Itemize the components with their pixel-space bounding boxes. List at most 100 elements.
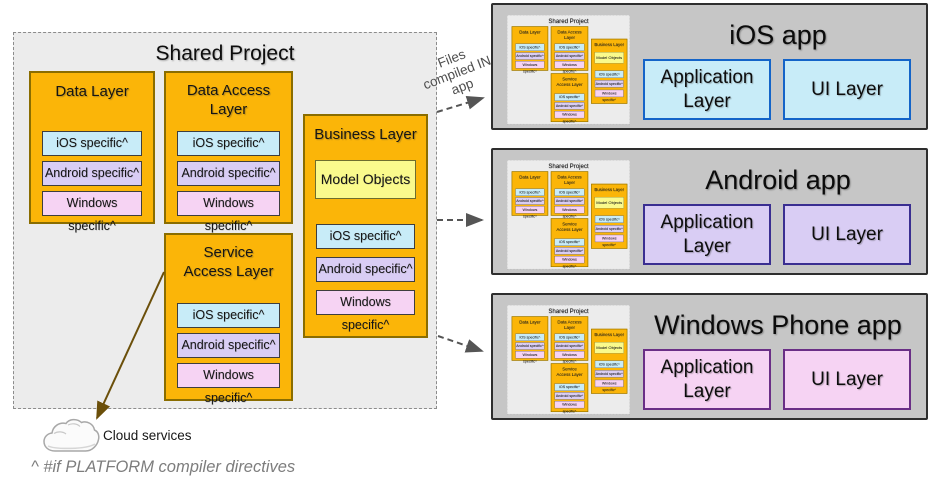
platform-item-ios: iOS specific^ [316,224,415,249]
data-layer-title: Data Layer [519,319,541,325]
data-layer-title: Data Layer [519,29,541,35]
shared-project-thumbnail: Shared Project Data Layer iOS specific^ … [507,160,631,270]
android-app-box: Shared Project Data Layer iOS specific^ … [491,148,928,275]
platform-item-windows: Windows specific^ [177,363,280,405]
data-access-layer-box: Data Access Layer iOS specific^ Android … [550,316,589,363]
shared-project-container: Shared Project Data Layer iOS specific^ … [507,305,630,415]
business-layer-box: Business Layer Model Objects iOS specifi… [591,328,628,394]
shared-project-title: Shared Project [155,42,295,65]
platform-item-windows: Windows specific^ [554,61,585,73]
data-access-layer-title: Data Access Layer [186,82,271,118]
platform-item-android: Android specific^ [594,80,624,88]
business-layer-title: Business Layer [594,187,625,193]
platform-item-ios: iOS specific^ [594,215,624,223]
android-app-title: Android app [705,165,851,195]
business-layer-title: Business Layer [314,126,417,143]
platform-item-android: Android specific^ [554,52,585,60]
platform-item-ios: iOS specific^ [554,238,585,246]
data-access-layer-title: Data Access Layer [557,174,582,185]
data-layer-box: Data Layer iOS specific^ Android specifi… [511,171,549,218]
platform-item-android: Android specific^ [515,52,545,60]
platform-item-ios: iOS specific^ [515,333,545,341]
business-layer-box: Business Layer Model Objects iOS specifi… [591,38,628,104]
service-access-layer-box: Service Access Layer iOS specific^ Andro… [164,233,293,405]
model-objects-box: Model Objects [594,342,624,354]
ios-application-layer-box: Application Layer [643,59,771,120]
platform-item-ios: iOS specific^ [594,360,624,368]
data-access-layer-box: Data Access Layer iOS specific^ Android … [164,71,293,233]
ios-ui-layer-box: UI Layer [783,59,911,120]
data-layer-box: Data Layer iOS specific^ Android specifi… [29,71,155,233]
model-objects-box: Model Objects [594,197,624,209]
data-access-layer-box: Data Access Layer iOS specific^ Android … [550,26,589,73]
platform-item-windows: Windows specific^ [554,351,585,363]
platform-item-android: Android specific^ [177,333,280,358]
platform-item-windows: Windows specific^ [177,191,280,233]
platform-item-windows: Windows specific^ [594,234,624,247]
shared-project-thumbnail: Shared Project Data Layer iOS specific^ … [507,305,631,415]
platform-item-ios: iOS specific^ [554,43,585,51]
platform-item-ios: iOS specific^ [515,43,545,51]
platform-item-android: Android specific^ [515,342,545,350]
service-access-layer-title: Service Access Layer [556,221,583,232]
platform-item-ios: iOS specific^ [554,93,585,101]
platform-item-ios: iOS specific^ [515,188,545,196]
platform-item-android: Android specific^ [316,257,415,282]
platform-item-windows: Windows specific^ [515,61,545,73]
service-access-layer-title: Service Access Layer [556,76,583,87]
shared-project-container: Shared Project Data Layer iOS specific^ … [507,160,630,270]
data-layer-title: Data Layer [519,174,541,180]
data-access-layer-title: Data Access Layer [557,319,582,330]
platform-item-ios: iOS specific^ [554,383,585,391]
service-access-layer-box: Service Access Layer iOS specific^ Andro… [550,73,589,123]
platform-item-windows: Windows specific^ [594,89,624,102]
android-ui-layer-box: UI Layer [783,204,911,265]
platform-item-ios: iOS specific^ [177,131,280,156]
platform-item-windows: Windows specific^ [515,351,545,363]
platform-item-windows: Windows specific^ [554,400,585,413]
platform-item-ios: iOS specific^ [42,131,142,156]
data-access-layer-box: Data Access Layer iOS specific^ Android … [550,171,589,218]
platform-item-android: Android specific^ [42,161,142,186]
service-access-layer-title: Service Access Layer [183,244,274,280]
platform-item-windows: Windows specific^ [42,191,142,233]
compiler-directives-footnote: ^ #if PLATFORM compiler directives [31,458,296,476]
shared-project-thumbnail: Shared Project Data Layer iOS specific^ … [507,15,631,125]
shared-project-title: Shared Project [548,162,589,170]
platform-item-android: Android specific^ [515,197,545,205]
files-arrow-windows [437,335,484,353]
shared-project-title: Shared Project [548,307,589,315]
platform-item-ios: iOS specific^ [177,303,280,328]
shared-project-title: Shared Project [548,17,589,25]
windows-phone-app-box: Shared Project Data Layer iOS specific^ … [491,293,928,420]
platform-item-android: Android specific^ [594,225,624,233]
platform-item-windows: Windows specific^ [594,379,624,392]
business-layer-box: Business Layer Model Objects iOS specifi… [303,114,428,338]
model-objects-box: Model Objects [594,52,624,64]
service-access-layer-title: Service Access Layer [556,366,583,377]
data-layer-title: Data Layer [55,83,129,100]
data-layer-box: Data Layer iOS specific^ Android specifi… [511,26,549,73]
shared-project-container: Shared Project Data Layer iOS specific^ … [13,32,437,409]
platform-item-windows: Windows specific^ [316,290,415,332]
ios-app-title: iOS app [729,20,827,50]
platform-item-android: Android specific^ [177,161,280,186]
platform-item-windows: Windows specific^ [554,206,585,218]
platform-item-windows: Windows specific^ [554,255,585,268]
platform-item-ios: iOS specific^ [594,70,624,78]
platform-item-windows: Windows specific^ [554,110,585,123]
platform-item-android: Android specific^ [594,370,624,378]
platform-item-android: Android specific^ [554,247,585,255]
business-layer-title: Business Layer [594,42,625,48]
windows-phone-app-title: Windows Phone app [654,310,902,340]
android-application-layer-box: Application Layer [643,204,771,265]
platform-item-windows: Windows specific^ [515,206,545,218]
platform-item-android: Android specific^ [554,102,585,110]
platform-item-android: Android specific^ [554,342,585,350]
data-layer-box: Data Layer iOS specific^ Android specifi… [511,316,549,363]
service-access-layer-box: Service Access Layer iOS specific^ Andro… [550,218,589,268]
shared-project-container: Shared Project Data Layer iOS specific^ … [507,15,630,125]
ios-app-box: Shared Project Data Layer iOS specific^ … [491,3,928,130]
service-access-layer-box: Service Access Layer iOS specific^ Andro… [550,363,589,413]
